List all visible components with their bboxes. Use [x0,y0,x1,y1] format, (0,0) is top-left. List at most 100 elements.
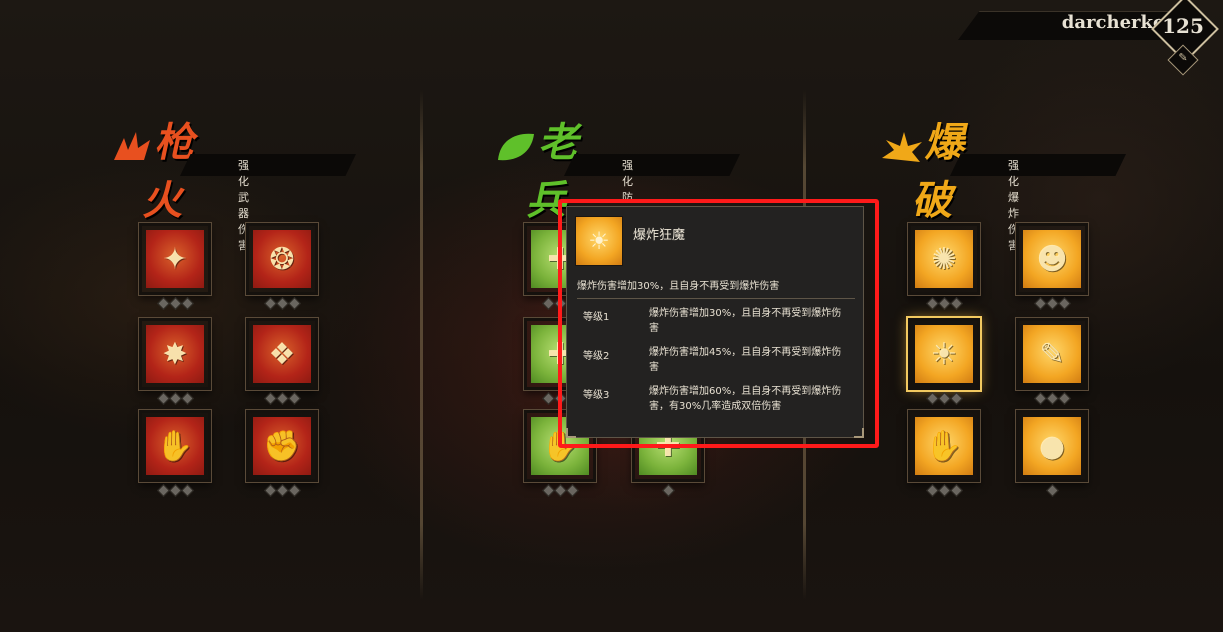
skill-rank-pips [1016,392,1088,405]
category-ribbon [180,154,356,176]
rank-pip [937,297,951,310]
skill-art: ✺ [915,230,973,288]
skill-art: ✋ [915,417,973,475]
skill-art: ❂ [253,230,311,288]
revolver-cylinder-icon: ❂ [269,241,295,277]
rank-pip [156,484,170,497]
edit-icon[interactable]: ✎ [1178,51,1188,64]
category-ribbon [950,154,1126,176]
blast-hand-icon: ✋ [925,428,963,464]
tooltip-description: 爆炸伤害增加30%，且自身不再受到爆炸伤害 [577,281,780,292]
rank-pip [1057,392,1071,405]
category-subtitle: 强化武器伤害 [238,159,249,252]
burst-shot-icon: ✸ [162,336,188,372]
rank-pip [925,297,939,310]
rank-pip [949,297,963,310]
skill-slot[interactable]: ☀ [908,318,980,390]
skill-rank-pips [139,297,211,310]
tooltip-corner [854,428,864,438]
punch-fist-icon: ✊ [263,428,301,464]
flame-icon [114,132,150,160]
rank-pip [156,392,170,405]
rank-pip [275,392,289,405]
skill-slot[interactable]: ❂ [246,223,318,295]
skill-rank-pips [632,484,704,497]
skill-slot[interactable]: ✋ [139,410,211,482]
ammo-belt-icon: ❖ [268,336,296,372]
rank-pip [661,484,675,497]
rank-pip [275,297,289,310]
rank-pip [1057,297,1071,310]
rank-pip [168,392,182,405]
tooltip-separator [577,298,855,299]
skill-slot[interactable]: ✸ [139,318,211,390]
rank-pip [263,484,277,497]
rank-pip [1045,392,1059,405]
skill-rank-pips [1016,297,1088,310]
explosion-maniac-icon: ☀ [575,216,623,266]
rank-pip [949,392,963,405]
explosion-icon [882,132,922,162]
bomb-icon: ● [1038,428,1066,464]
skill-slot[interactable]: ✎ [1016,318,1088,390]
rank-pip [1033,392,1047,405]
category-subtitle: 强化爆炸伤害 [1008,159,1019,252]
rank-pip [937,392,951,405]
player-name-bar [958,11,1173,40]
rank-pip [287,484,301,497]
skill-art: ✎ [1023,325,1081,383]
bomb-face-icon: ☻ [1036,241,1068,277]
rank-pip [287,392,301,405]
tooltip-level-text: 爆炸伤害增加30%，且自身不再受到爆炸伤害 [649,308,842,334]
reload-hand-icon: ✋ [156,428,194,464]
tooltip-level-label: 等级3 [583,390,610,401]
skill-art: ● [1023,417,1081,475]
rank-pip [541,297,555,310]
rank-pip [156,297,170,310]
rank-pip [541,392,555,405]
rank-pip [275,484,289,497]
rank-pip [1045,297,1059,310]
rank-pip [565,484,579,497]
dual-pistols-icon: ✦ [162,241,188,277]
skill-rank-pips [246,484,318,497]
skill-slot[interactable]: ✦ [139,223,211,295]
rank-pip [287,297,301,310]
skill-art: ✦ [146,230,204,288]
skill-slot[interactable]: ✺ [908,223,980,295]
rank-pip [553,484,567,497]
leaf-icon [498,133,534,161]
skill-tooltip: ☀ 爆炸狂魔 爆炸伤害增加30%，且自身不再受到爆炸伤害 等级1 爆炸伤害增加3… [566,206,864,438]
rank-pip [1033,297,1047,310]
grenade-throw-icon: ✎ [1039,336,1065,372]
column-divider-left [420,90,423,600]
category-ribbon [564,154,740,176]
rank-pip [263,297,277,310]
skill-rank-pips [908,297,980,310]
rank-pip [263,392,277,405]
skill-slot[interactable]: ✋ [908,410,980,482]
skill-art: ❖ [253,325,311,383]
skill-slot[interactable]: ❖ [246,318,318,390]
rank-pip [180,484,194,497]
skill-slot[interactable]: ✊ [246,410,318,482]
tooltip-skill-name: 爆炸狂魔 [633,228,686,243]
skill-art: ☻ [1023,230,1081,288]
skill-rank-pips [908,392,980,405]
explosion-maniac-icon: ☀ [930,336,958,372]
tooltip-level-text: 爆炸伤害增加60%，且自身不再受到爆炸伤害，有30%几率造成双倍伤害 [649,386,842,412]
player-badge: darcherko 125 ✎ [953,0,1223,80]
player-level: 125 [1162,14,1204,38]
skill-slot[interactable]: ● [1016,410,1088,482]
skill-art: ✊ [253,417,311,475]
tooltip-level-text: 爆炸伤害增加45%，且自身不再受到爆炸伤害 [649,347,842,373]
tooltip-level-label: 等级1 [583,312,610,323]
rank-pip [168,484,182,497]
rank-pip [180,392,194,405]
rank-pip [937,484,951,497]
skill-art: ✸ [146,325,204,383]
skill-art: ☀ [915,325,973,383]
skill-rank-pips [908,484,980,497]
skill-rank-pips [524,484,596,497]
skill-slot[interactable]: ☻ [1016,223,1088,295]
